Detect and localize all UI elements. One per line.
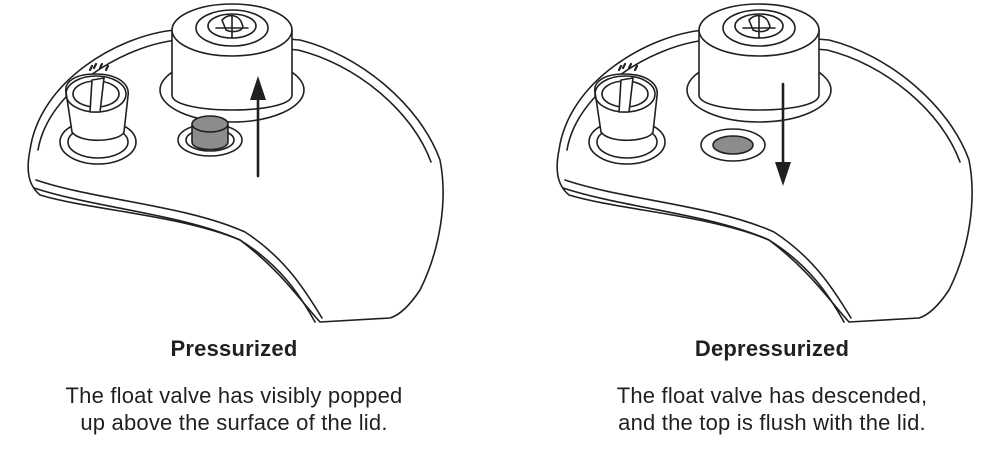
pressurized-description: The float valve has visibly popped up ab… [0,382,484,436]
arrow-up-icon [250,76,266,100]
pressurized-description-line-2: up above the surface of the lid. [80,410,388,435]
pressurized-description-line-1: The float valve has visibly popped [65,383,403,408]
pressurized-title: Pressurized [170,336,298,361]
lid-lower-edge-1 [35,179,323,319]
lid-lower-edge-2 [562,187,845,323]
lid-lower-edge-1 [564,179,852,319]
pressurized-panel: Pressurized The float valve has visibly … [0,0,500,465]
pressurized-lid-illustration [27,3,444,323]
float-valve-icon [712,135,754,155]
depressurized-panel: Depressurized The float valve has descen… [501,0,1001,465]
lid-lower-edge-2 [33,187,316,323]
depressurized-description-line-2: and the top is flush with the lid. [618,410,926,435]
depressurized-title: Depressurized [694,336,850,361]
depressurized-description-line-1: The float valve has descended, [616,383,928,408]
depressurized-description: The float valve has descended, and the t… [522,382,1001,436]
arrow-down-icon [775,162,791,186]
depressurized-lid-illustration [556,3,973,323]
